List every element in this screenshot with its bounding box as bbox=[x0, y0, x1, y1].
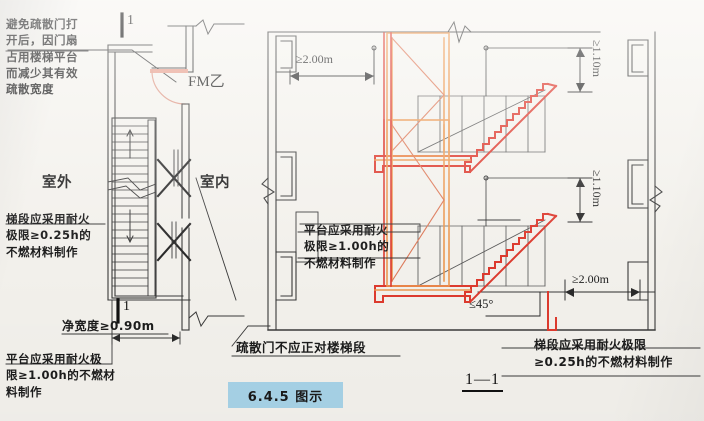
right-callout-flight: 梯段应采用耐火极限 ≥0.25h的不燃材料制作 bbox=[534, 337, 673, 371]
callout-line: 梯段应采用耐火极限 bbox=[534, 338, 647, 352]
callout-line: ≥0.25h的不燃材料制作 bbox=[534, 355, 673, 370]
callout-line: 极限≥1.00h的 bbox=[304, 239, 390, 254]
dim-bottom-horizontal: ≥2.00m bbox=[572, 272, 609, 286]
figure-caption-box: 6.4.5 图示 bbox=[228, 382, 343, 408]
left-callout-landing: 平台应采用耐火极 限≥1.00h的不燃材 料制作 bbox=[6, 351, 115, 400]
dim-stair-angle: ≤45° bbox=[469, 297, 494, 311]
label-outdoor: 室外 bbox=[42, 175, 72, 191]
callout-line: 占用楼梯平台 bbox=[6, 49, 78, 64]
callout-line: 疏散宽度 bbox=[6, 82, 54, 97]
fire-door-label: FM乙 bbox=[188, 74, 225, 90]
callout-line: 不燃材料制作 bbox=[304, 255, 376, 270]
dim-headroom-upper: ≥1.10m bbox=[590, 40, 604, 77]
dim-headroom-lower: ≥1.10m bbox=[590, 170, 604, 207]
label-indoor: 室内 bbox=[200, 175, 230, 191]
callout-line: 而减少其有效 bbox=[6, 65, 78, 80]
callout-line: 避免疏散门打 bbox=[6, 17, 78, 31]
dim-top-horizontal: ≥2.00m bbox=[296, 52, 333, 66]
callout-line: 平台应采用耐火 bbox=[304, 223, 388, 237]
dim-clear-width: 净宽度≥0.90m bbox=[62, 319, 155, 333]
callout-line: 开后，因门扇 bbox=[6, 33, 78, 48]
right-callout-landing: 平台应采用耐火 极限≥1.00h的 不燃材料制作 bbox=[304, 222, 389, 271]
left-callout-stair: 梯段应采用耐火 极限≥0.25h的 不燃材料制作 bbox=[6, 211, 91, 260]
callout-line: 平台应采用耐火极 bbox=[6, 352, 102, 366]
section-mark-top: 1 bbox=[127, 13, 134, 28]
left-callout-top: 避免疏散门打 开后，因门扇 占用楼梯平台 而减少其有效 疏散宽度 bbox=[6, 16, 78, 98]
callout-line: 限≥1.00h的不燃材 bbox=[6, 368, 116, 383]
right-callout-door: 疏散门不应正对楼梯段 bbox=[236, 340, 367, 355]
callout-line: 极限≥0.25h的 bbox=[6, 228, 92, 243]
section-mark-bottom: 1 bbox=[123, 299, 130, 314]
callout-line: 梯段应采用耐火 bbox=[6, 212, 90, 226]
callout-line: 料制作 bbox=[6, 384, 42, 399]
section-view-label: 1—1 bbox=[462, 371, 503, 392]
callout-line: 不燃材料制作 bbox=[6, 244, 78, 259]
figure-caption-text: 6.4.5 图示 bbox=[247, 389, 324, 405]
